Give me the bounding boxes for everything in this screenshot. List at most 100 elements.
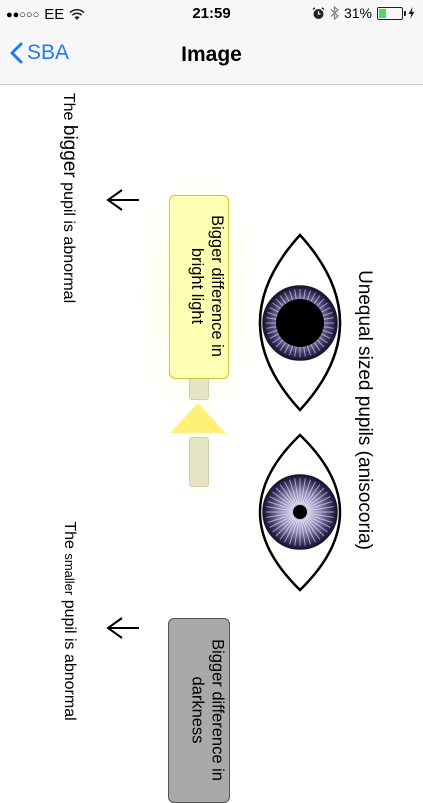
iris-ray: [284, 344, 290, 354]
iris-ray: [266, 317, 277, 320]
iris-ray: [267, 312, 278, 317]
diagram-heading: Unequal sized pupils (anisocoria): [354, 270, 375, 550]
iris-ray: [319, 336, 328, 344]
eye-top: [258, 233, 342, 412]
smaller-emphasis: smaller: [62, 553, 77, 596]
iris-ray: [266, 326, 277, 329]
bigger-pupil-caption: The bigger pupil is abnormal: [59, 92, 80, 304]
iris-ray: [310, 344, 316, 354]
iris-ray: [289, 479, 299, 505]
iris-ray: [306, 496, 331, 509]
iris-ray: [300, 519, 306, 546]
darkness-label: Bigger difference in darkness: [168, 619, 228, 802]
arrow-left-icon: [106, 189, 139, 211]
iris-ray: [306, 345, 311, 356]
iris-ray: [323, 326, 334, 329]
bright-light-line-2: bright light: [188, 247, 206, 325]
iris-ray: [307, 506, 334, 512]
darkness-line-1: Bigger difference in: [208, 639, 227, 781]
iris-ray: [269, 333, 279, 339]
iris-ray: [266, 506, 293, 512]
iris-ray: [301, 479, 311, 505]
iris-ray: [321, 307, 331, 313]
iris-ray: [306, 491, 328, 508]
iris-ray: [301, 519, 311, 545]
alarm-icon: [312, 6, 325, 19]
iris-ray: [307, 513, 333, 523]
iris-ray: [306, 516, 328, 533]
iris-ray: [284, 292, 290, 302]
iris-ray: [294, 519, 300, 546]
iris-ray: [272, 516, 294, 533]
iris-ray: [303, 289, 306, 300]
iris-ray: [267, 501, 293, 511]
iris-ray: [306, 290, 311, 301]
signal-strength-icon: ●●○○○: [6, 8, 40, 21]
iris-ray: [303, 481, 316, 506]
arrow-left-icon: [106, 617, 139, 639]
chevron-left-icon: [10, 42, 23, 64]
battery-tip: [404, 10, 406, 16]
iris-ray: [275, 298, 284, 307]
back-button[interactable]: SBA: [10, 41, 69, 65]
charging-icon: [408, 7, 415, 19]
iris-ray: [300, 478, 306, 505]
image-view: Unequal sized pupils (anisocoria) Bigger…: [0, 85, 423, 803]
iris-ray: [319, 302, 328, 310]
iris-ray: [289, 345, 294, 356]
iris-ray: [306, 515, 331, 528]
iris-ray: [269, 496, 294, 509]
iris-rays: [266, 478, 334, 546]
iris-ray: [275, 517, 295, 537]
iris-ray: [316, 339, 325, 348]
iris-ray: [323, 317, 334, 320]
iris-ray: [313, 295, 321, 304]
iris-ray: [267, 513, 293, 523]
iris-ray: [303, 346, 306, 357]
bright-light-box: [169, 195, 229, 379]
bright-light-line-1: Bigger difference in: [208, 215, 226, 357]
bluetooth-icon: [330, 6, 339, 20]
iris-ray: [313, 342, 321, 351]
iris-ray: [279, 518, 296, 540]
iris-ray: [321, 333, 331, 339]
iris-ray: [322, 329, 333, 334]
battery-fill: [379, 8, 386, 18]
iris-ray: [307, 501, 333, 511]
darkness-line-2: darkness: [188, 676, 207, 744]
iris-ray: [289, 519, 299, 545]
status-time: 21:59: [192, 5, 231, 22]
iris-ray: [310, 292, 316, 302]
iris-ray: [272, 302, 281, 310]
small-pupil: [293, 505, 307, 519]
carrier-label: EE: [44, 6, 65, 23]
large-pupil: [276, 299, 324, 347]
iris-ray: [305, 487, 325, 507]
iris-ray: [294, 478, 300, 505]
iris-ray: [275, 339, 284, 348]
battery-icon: [377, 6, 406, 20]
iris-ray: [304, 484, 321, 506]
status-bar: ●●○○○ EE 21:59 31%: [0, 0, 423, 30]
iris-ray: [304, 518, 321, 540]
bright-light-label: Bigger difference in bright light: [169, 195, 227, 377]
iris-rays: [266, 289, 334, 357]
back-button-label: SBA: [27, 41, 70, 64]
page-title: Image: [181, 43, 242, 66]
iris-ray: [289, 290, 294, 301]
iris-ray: [269, 307, 279, 313]
iris-ray: [279, 484, 296, 506]
iris-ray: [307, 512, 334, 518]
iris-ray: [279, 342, 287, 351]
battery-percent: 31%: [343, 5, 372, 21]
iris-ray: [294, 346, 297, 357]
iris-ray: [266, 512, 293, 518]
status-left: ●●○○○ EE: [6, 6, 85, 23]
iris-ray: [322, 312, 333, 317]
eye-bottom: [258, 433, 342, 592]
iris-ray: [303, 518, 316, 543]
iris-ray: [272, 491, 294, 508]
smaller-pupil-caption: The smaller pupil is abnormal: [61, 521, 78, 721]
navigation-bar: SBA Image: [0, 30, 423, 85]
iris-ray: [272, 336, 281, 344]
